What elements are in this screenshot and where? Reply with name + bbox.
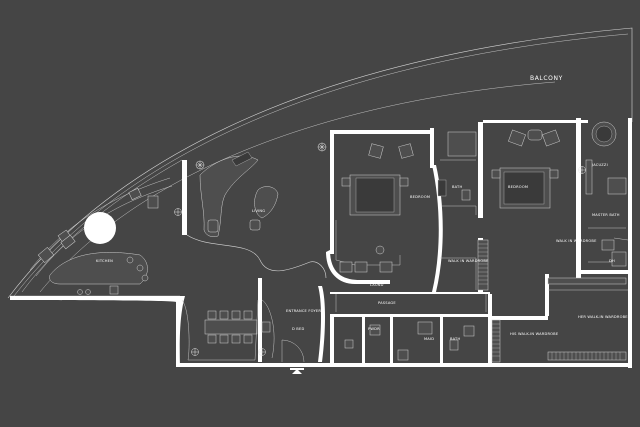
entrance-door[interactable] [281,339,305,374]
master-bedroom-furniture [491,129,560,209]
label-bedroom-2: BEDROOM [508,185,528,189]
walls [10,118,632,368]
label-jacuzzi: JACUZZI [591,163,608,167]
plant-icon [174,142,586,356]
label-living: LIVING [252,209,265,213]
label-bedroom-1: BEDROOM [410,195,430,199]
room-labels: BALCONY KITCHEN LIVING BEDROOM BATH WALK… [96,75,628,341]
label-balcony: BALCONY [530,75,563,82]
service-rooms-fixtures [335,294,487,361]
lower-wardrobes [491,277,628,363]
label-bath-1: BATH [452,185,462,189]
bedroom-1-furniture [335,143,414,273]
living-furniture [186,151,327,279]
label-passage: PASSAGE [378,301,396,305]
label-kitchen: KITCHEN [96,259,113,263]
label-her-walk-in-wardrobe: HER WALK-IN WARDROBE [578,315,628,319]
kitchen-island-round [84,212,116,244]
label-entrance-foyer: ENTRANCE FOYER [286,309,321,313]
label-d-bed: D BED [292,327,304,331]
label-walk-in-wardrobe-1: WALK IN WARDROBE [448,259,489,263]
label-dh: DH [609,259,615,263]
label-his-walk-in-wardrobe: HIS WALK-IN WARDROBE [510,332,559,336]
label-master-bath: MASTER BATH [592,213,620,217]
label-laundry: LAUND [370,283,384,287]
label-bath-2: BATH [450,337,460,341]
master-bath-fixtures [585,121,629,267]
entrance-arrow-icon [292,369,302,374]
label-walk-in-wardrobe-2: WALK IN WARDROBE [556,239,597,243]
kitchen-furniture [29,177,173,295]
dining-furniture [181,299,275,361]
label-powder: PWDR [368,327,380,331]
bath-1-fixtures [437,131,477,215]
wardrobe-1-hatch [440,239,489,291]
label-maid: MAID [424,337,434,341]
